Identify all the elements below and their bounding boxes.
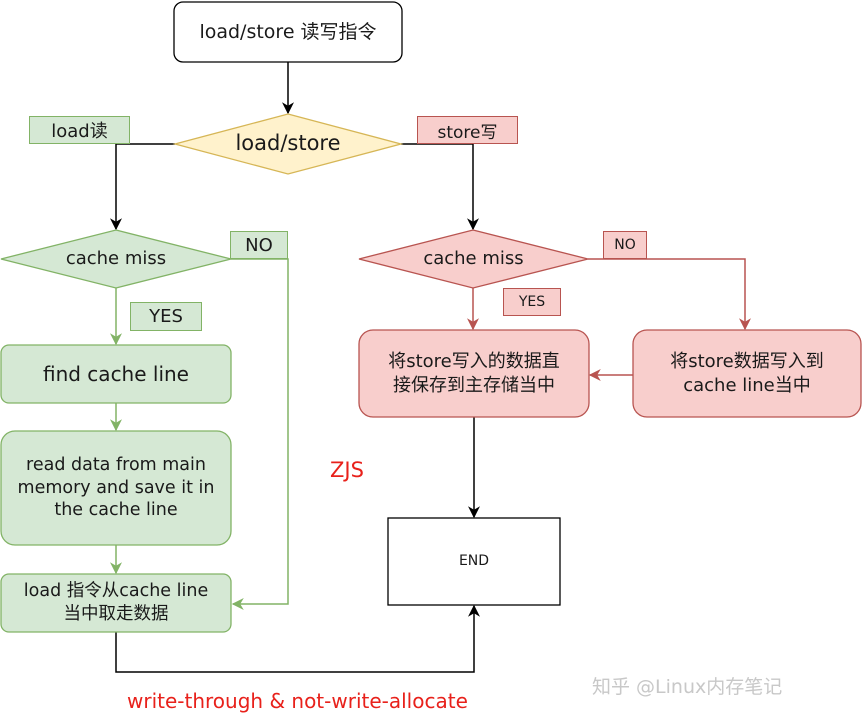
read-main-box [0, 430, 232, 546]
node-shapes [0, 1, 862, 633]
store-write-tag: store写 [417, 116, 518, 144]
find-line-box [0, 344, 232, 404]
store-miss-diamond [358, 229, 589, 289]
edge-decision-to-load-miss [110, 143, 175, 231]
load-no-tag: NO [230, 231, 288, 259]
load-miss-diamond [0, 229, 232, 289]
edges [110, 62, 751, 673]
store-yes-tag: YES [503, 288, 561, 316]
edge-store-miss-no [588, 258, 751, 331]
watermark: 知乎 @Linux内存笔记 [592, 676, 783, 698]
load-read-tag: load读 [29, 116, 130, 144]
start-box [173, 1, 403, 63]
load-from-line-box [0, 573, 232, 633]
edge-load-to-end [115, 604, 480, 673]
edge-decision-to-store-miss [401, 143, 479, 231]
store-to-main-box [358, 329, 590, 418]
decision-diamond [172, 113, 404, 175]
end-box [387, 517, 561, 606]
store-to-line-box [632, 329, 862, 418]
author-mark: ZJS [330, 458, 364, 482]
load-yes-tag: YES [130, 302, 202, 331]
store-no-tag: NO [603, 231, 647, 259]
diagram-caption: write-through & not-write-allocate [127, 689, 468, 713]
edge-load-miss-no [231, 258, 289, 610]
